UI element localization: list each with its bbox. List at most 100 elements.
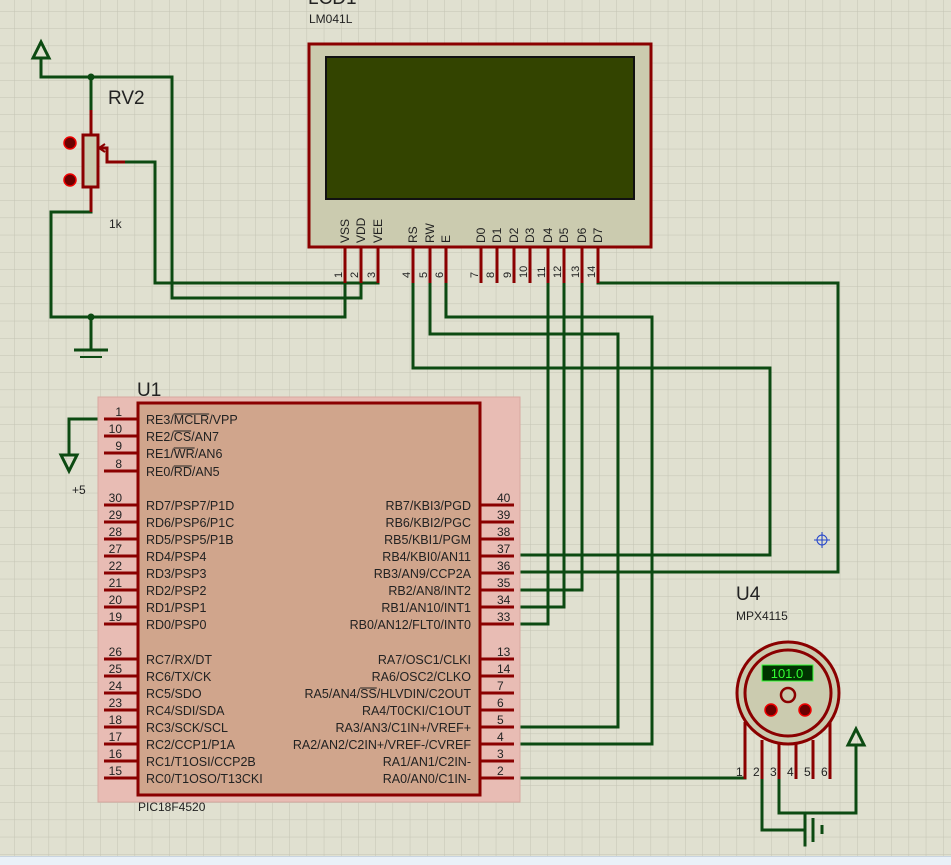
pin-number: 25 — [109, 662, 123, 676]
lcd-pin-rw[interactable]: RW5 — [418, 223, 437, 283]
pin-number: 14 — [497, 662, 511, 676]
pin-number: 18 — [109, 713, 123, 727]
lcd-pin-label: D2 — [507, 227, 521, 243]
lcd-pin-label: D6 — [575, 227, 589, 243]
pin-label: RC0/T1OSO/T13CKI — [146, 772, 263, 786]
u4-pin-1[interactable]: 1 — [736, 722, 747, 779]
u4-pin-6[interactable]: 6 — [821, 722, 832, 779]
u4-pin-3[interactable]: 3 — [770, 740, 781, 779]
power-terminal-u4[interactable] — [845, 725, 867, 747]
pin-label: RC7/RX/DT — [146, 653, 212, 667]
pin-label: RD6/PSP6/P1C — [146, 516, 234, 530]
pin-label: RB6/KBI2/PGC — [386, 516, 471, 530]
pin-label: RD5/PSP5/P1B — [146, 533, 234, 547]
u4-pressure-sensor[interactable]: 101.0 — [735, 640, 841, 746]
lcd-pin-d6[interactable]: D6 13 — [570, 227, 589, 283]
u4-pin-2[interactable]: 2 — [753, 740, 764, 779]
u4-increment-button[interactable] — [764, 703, 778, 717]
lcd-pin-label: VEE — [371, 219, 385, 243]
rv2-decrement-button[interactable] — [63, 173, 77, 187]
pin-number: 27 — [109, 542, 123, 556]
lcd-pin-number: 11 — [536, 267, 548, 278]
ground-terminal[interactable] — [74, 348, 108, 358]
pin-label: RA0/AN0/C1IN- — [383, 772, 471, 786]
lcd-pin-label: D4 — [541, 227, 555, 243]
wires — [39, 56, 858, 847]
crosshair-cursor-icon — [814, 532, 830, 548]
pin-number: 28 — [109, 525, 123, 539]
lcd-pin-d0[interactable]: D07 — [469, 227, 488, 283]
u4-pin-4[interactable]: 4 — [787, 740, 798, 779]
wire-d5-rb1 — [512, 281, 566, 609]
pin-number: 20 — [109, 593, 123, 607]
lcd-pin-e[interactable]: E6 — [434, 235, 453, 283]
lcd-pin-d1[interactable]: D18 — [485, 227, 504, 283]
pin-number: 40 — [497, 491, 511, 505]
battery-icon[interactable] — [811, 818, 824, 842]
lcd-pin-label: E — [439, 235, 453, 243]
pin-label: RE1/WR/AN6 — [146, 447, 222, 461]
u4-decrement-button[interactable] — [798, 703, 812, 717]
rv2-increment-button[interactable] — [63, 136, 77, 150]
lcd-pin-label: D7 — [591, 227, 605, 243]
lcd-display[interactable] — [307, 42, 653, 249]
u4-pin-5[interactable]: 5 — [804, 740, 815, 779]
power-terminal-mclr[interactable] — [58, 453, 80, 475]
lcd-pin-d4[interactable]: D4 11 — [536, 227, 555, 283]
u4-reading: 101.0 — [771, 666, 804, 681]
wire-u4-pin2-battery — [760, 776, 807, 832]
pin-number: 36 — [497, 559, 511, 573]
power-terminal-top[interactable] — [30, 38, 52, 60]
pin-number: 16 — [109, 747, 123, 761]
rv2-potentiometer[interactable] — [63, 110, 125, 212]
lcd-pin-number: 13 — [570, 266, 582, 278]
lcd-pin-d2[interactable]: D29 — [502, 227, 521, 283]
pin-label: RD1/PSP1 — [146, 601, 206, 615]
u1-chip-body[interactable] — [136, 401, 482, 797]
lcd-pin-rs[interactable]: RS4 — [401, 226, 420, 283]
